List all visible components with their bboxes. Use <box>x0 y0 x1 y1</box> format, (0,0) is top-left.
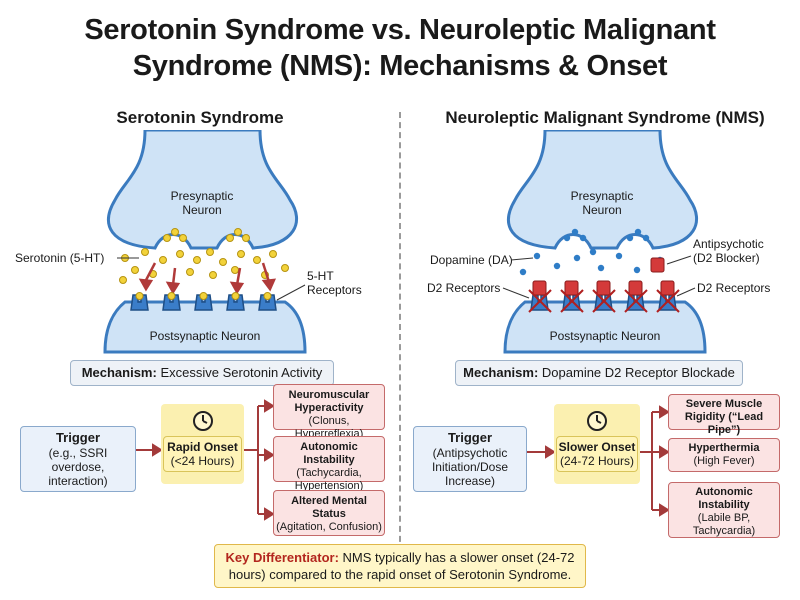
trigger-heading: Trigger <box>447 430 493 445</box>
page-title: Serotonin Syndrome vs. Neuroleptic Malig… <box>0 12 800 84</box>
d2-label-right: D2 Receptors <box>697 281 770 295</box>
d2-receptors <box>528 257 680 313</box>
symptom-detail: (Agitation, Confusion) <box>276 521 382 533</box>
trigger-heading: Trigger <box>55 430 101 445</box>
clock-icon <box>587 411 607 431</box>
symptom-box-2: Hyperthermia (High Fever) <box>668 438 780 472</box>
serotonin-trigger-box: Trigger (e.g., SSRI overdose, interactio… <box>20 426 136 492</box>
key-differentiator-label: Key Differentiator: <box>225 550 339 565</box>
trigger-line-2: Initiation/Dose <box>431 460 509 474</box>
onset-heading: Slower Onset <box>558 440 636 454</box>
postsynaptic-label: Postsynaptic Neuron <box>150 329 261 343</box>
symptom-heading: Autonomic Instability <box>695 486 753 511</box>
receptor-label-2: Receptors <box>307 283 362 297</box>
presynaptic-label-2: Neuron <box>182 203 221 217</box>
onset-detail: (<24 Hours) <box>170 454 235 468</box>
onset-detail: (24-72 Hours) <box>559 454 635 468</box>
symptom-heading: Altered Mental Status <box>291 495 367 520</box>
release-arrows <box>138 262 277 295</box>
trigger-line-3: interaction) <box>48 474 108 488</box>
symptom-heading: Autonomic Instability <box>300 441 358 466</box>
mechanism-key: Mechanism: <box>463 365 539 380</box>
postsynaptic-neuron <box>103 300 307 354</box>
symptom-heading: Hyperthermia <box>688 442 760 454</box>
title-line-1: Serotonin Syndrome vs. Neuroleptic Malig… <box>84 14 716 46</box>
symptom-detail: (High Fever) <box>693 455 755 467</box>
trigger-line-3: Increase) <box>444 474 496 488</box>
blocker-label-2: (D2 Blocker) <box>693 251 760 265</box>
blocker-label-1: Antipsychotic <box>693 237 764 251</box>
serotonin-mechanism-box: Mechanism: Excessive Serotonin Activity <box>70 360 334 386</box>
clock-icon <box>192 411 213 431</box>
serotonin-molecules <box>119 228 289 284</box>
symptom-box-1: Neuromuscular Hyperactivity (Clonus, Hyp… <box>273 384 385 440</box>
flow-arrows <box>136 399 670 521</box>
symptom-detail: (Tachycardia, Hypertension) <box>294 467 364 492</box>
presynaptic-label-2: Neuron <box>582 203 621 217</box>
symptom-box-3: Autonomic Instability (Labile BP, Tachyc… <box>668 482 780 538</box>
title-line-2: Syndrome (NMS): Mechanisms & Onset <box>132 50 668 82</box>
symptom-box-3: Altered Mental Status (Agitation, Confus… <box>273 490 385 536</box>
postsynaptic-label: Postsynaptic Neuron <box>550 329 661 343</box>
presynaptic-neuron <box>507 130 699 250</box>
nms-panel-heading: Neuroleptic Malignant Syndrome (NMS) <box>445 108 765 127</box>
serotonin-label: Serotonin (5-HT) <box>15 251 104 265</box>
key-differentiator-box: Key Differentiator: NMS typically has a … <box>214 544 586 588</box>
nms-synapse-diagram: Presynaptic Neuron Postsynaptic Neuron <box>427 130 770 354</box>
mechanism-text: Dopamine D2 Receptor Blockade <box>541 365 735 380</box>
postsynaptic-neuron <box>503 300 707 354</box>
nms-mechanism-box: Mechanism: Dopamine D2 Receptor Blockade <box>455 360 743 386</box>
symptom-detail: (Labile BP, Tachycardia) <box>692 512 756 537</box>
trigger-line-1: (e.g., SSRI <box>48 446 108 460</box>
symptom-box-1: Severe Muscle Rigidity (“Lead Pipe”) <box>668 394 780 436</box>
panel-divider <box>399 112 401 552</box>
trigger-line-1: (Antipsychotic <box>432 446 508 460</box>
mechanism-text: Excessive Serotonin Activity <box>160 365 323 380</box>
dopamine-label: Dopamine (DA) <box>430 253 513 267</box>
antipsychotic-blockers <box>532 257 675 296</box>
onset-heading: Rapid Onset <box>167 440 238 454</box>
presynaptic-neuron <box>107 130 299 250</box>
receptor-label-1: 5-HT <box>307 269 334 283</box>
symptom-box-2: Autonomic Instability (Tachycardia, Hype… <box>273 436 385 492</box>
nms-onset-box: Slower Onset (24-72 Hours) <box>554 404 640 484</box>
symptom-heading: Neuromuscular Hyperactivity <box>288 389 370 414</box>
key-differentiator-text: NMS typically has a slower onset (24-72 … <box>228 550 575 582</box>
symptom-heading: Severe Muscle Rigidity (“Lead Pipe”) <box>684 398 764 436</box>
presynaptic-label-1: Presynaptic <box>571 189 634 203</box>
d2-label-left: D2 Receptors <box>427 281 500 295</box>
serotonin-panel-heading: Serotonin Syndrome <box>116 108 284 127</box>
presynaptic-label-1: Presynaptic <box>171 189 234 203</box>
trigger-line-2: overdose, <box>51 460 105 474</box>
mechanism-key: Mechanism: <box>81 365 157 380</box>
serotonin-synapse-diagram: Presynaptic Neuron Postsynaptic Neuron S… <box>15 130 362 354</box>
serotonin-onset-box: Rapid Onset (<24 Hours) <box>161 404 244 484</box>
nms-trigger-box: Trigger (Antipsychotic Initiation/Dose I… <box>413 426 527 492</box>
